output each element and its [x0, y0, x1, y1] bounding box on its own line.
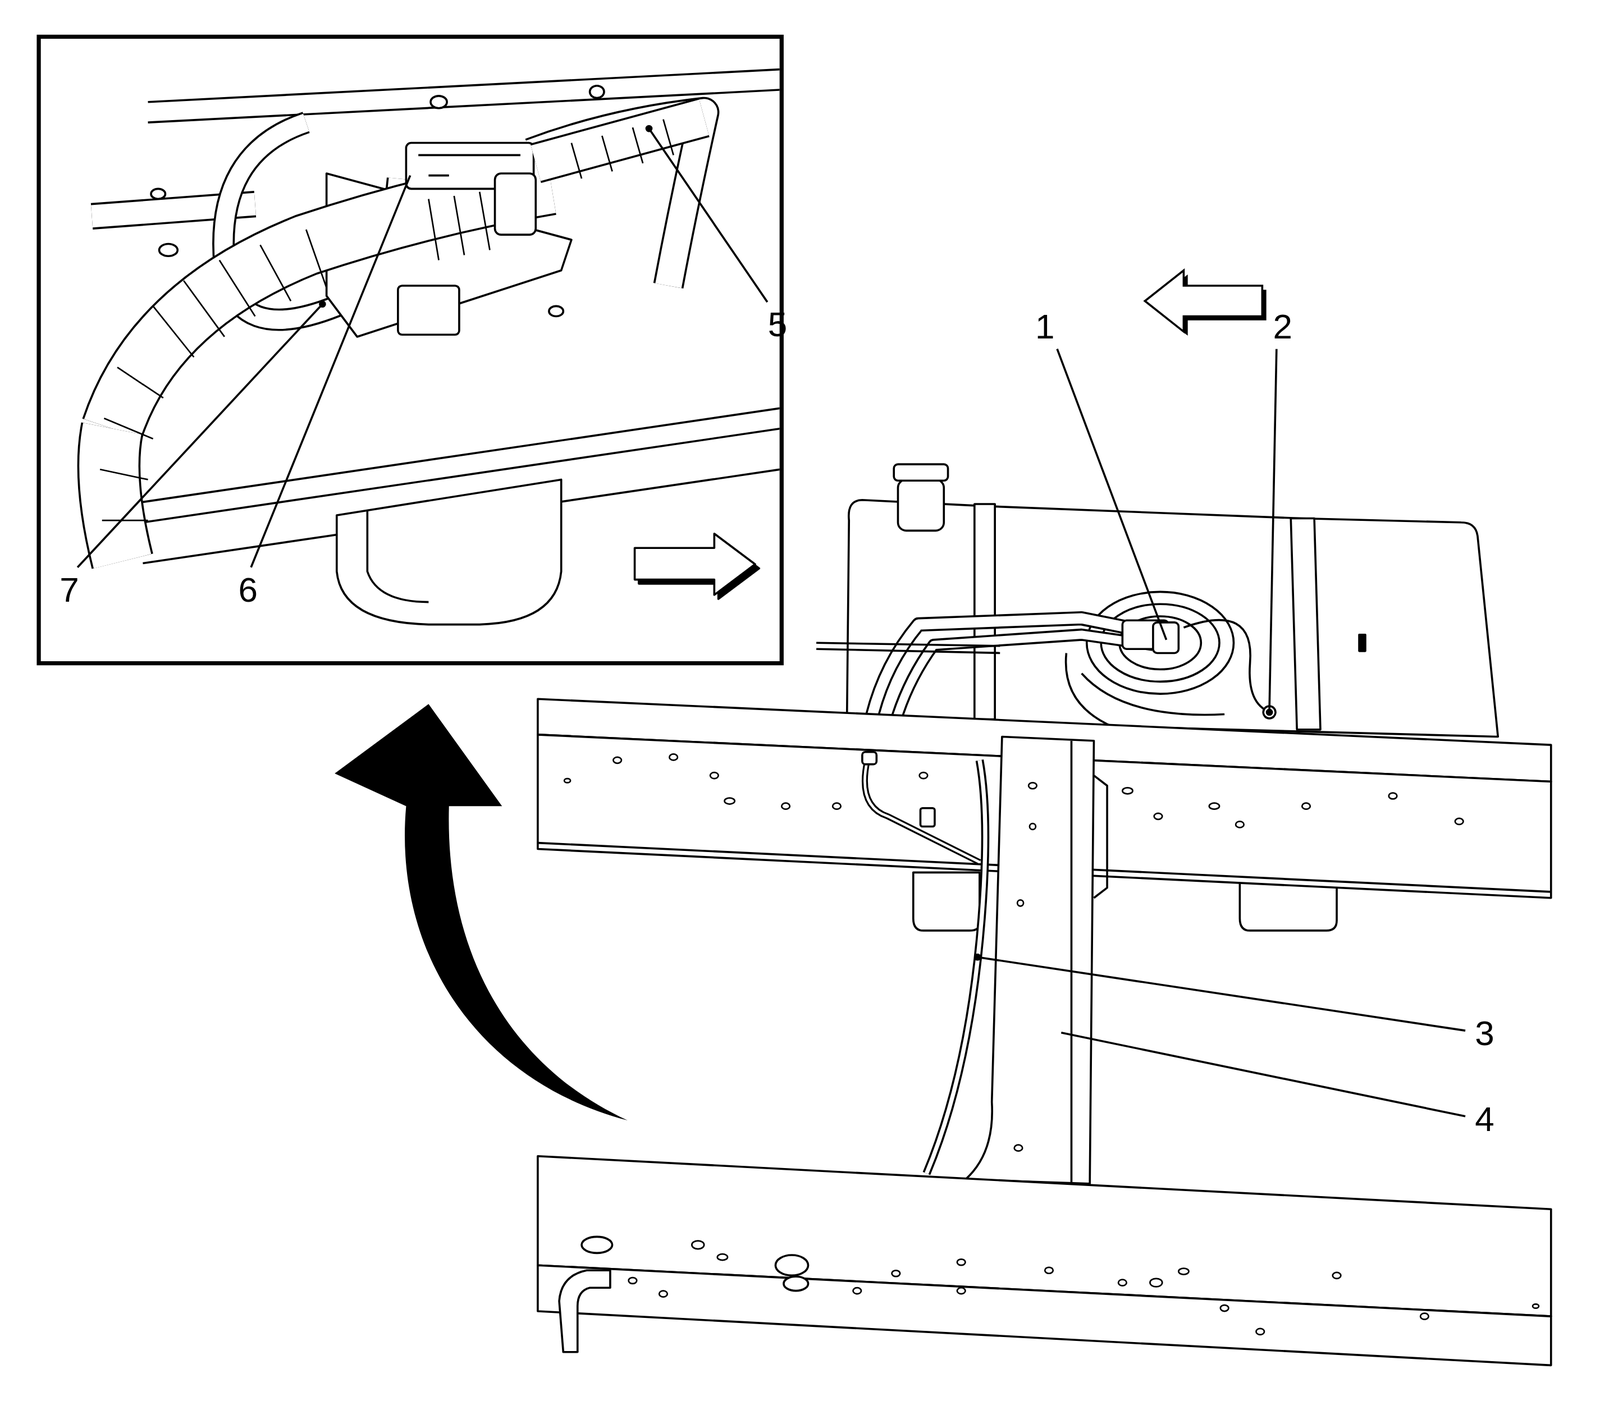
callout-number: 7 [59, 572, 79, 608]
callout-number: 2 [1272, 309, 1292, 345]
callout-number: 4 [1474, 1102, 1494, 1137]
callout-number: 3 [1474, 1016, 1494, 1051]
callout-number: 5 [768, 307, 788, 342]
callout-number: 6 [238, 572, 258, 608]
leader-lines [77, 126, 1466, 1117]
callout-number: 1 [1035, 309, 1055, 345]
